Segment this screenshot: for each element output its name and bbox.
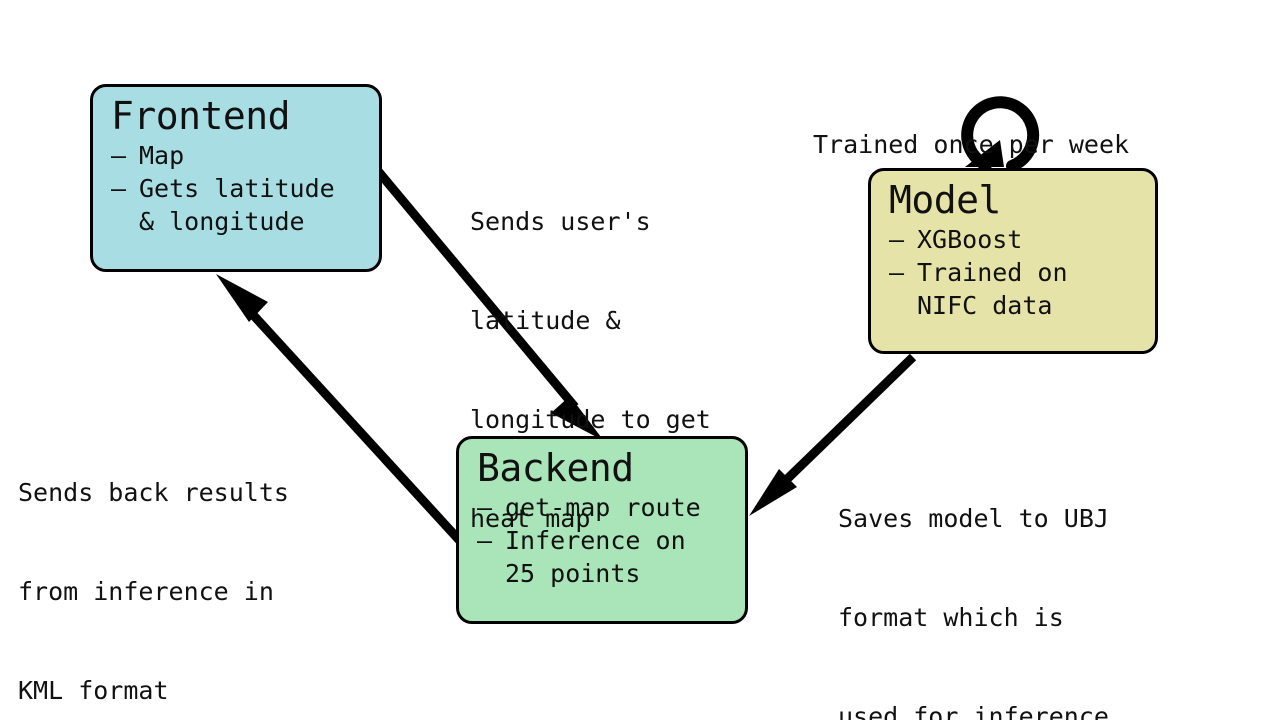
edge-label-frontend-to-backend: Sends user's latitude & longitude to get… [470, 139, 711, 601]
edge-label-line: heat map [470, 504, 591, 533]
edge-label-line: longitude to get [470, 405, 711, 434]
bullet-dash: – [477, 526, 493, 555]
edge-label-model-to-backend: Saves model to UBJ format which is used … [838, 436, 1109, 720]
bullet-item: – XGBoost [889, 223, 1137, 256]
edge-label-model-self-loop: Trained once per week [813, 62, 1129, 227]
bullet-dash: – [889, 258, 905, 287]
edge-label-line: latitude & [470, 306, 621, 335]
bullet-text: get-map route [505, 493, 701, 522]
bullet-item: – Map [111, 139, 361, 172]
edge-label-line: Saves model to UBJ [838, 504, 1109, 533]
node-frontend-title: Frontend [111, 94, 291, 138]
bullet-item: – Gets latitude [111, 172, 361, 205]
edge-label-line: from inference in [18, 577, 274, 606]
bullet-text: Inference on [505, 526, 686, 555]
node-frontend-bullets: – Map – Gets latitude & longitude [111, 139, 361, 238]
bullet-text: Map [139, 141, 185, 170]
bullet-dash: – [111, 174, 127, 203]
bullet-dash: – [111, 141, 127, 170]
bullet-text: XGBoost [917, 225, 1023, 254]
node-backend-title: Backend [477, 446, 634, 490]
node-model-bullets: – XGBoost – Trained on NIFC data [889, 223, 1137, 322]
bullet-item: – Inference on [477, 524, 727, 557]
bullet-text: Gets latitude [139, 174, 335, 203]
edge-label-backend-to-frontend: Sends back results from inference in KML… [18, 410, 289, 720]
edge-label-line: Trained once per week [813, 130, 1130, 159]
bullet-text-continuation: 25 points [505, 559, 641, 588]
edge-label-line: used for inference [838, 702, 1109, 720]
edge-label-line: format which is [838, 603, 1064, 632]
bullet-text-continuation: & longitude [139, 207, 305, 236]
bullet-dash: – [477, 493, 493, 522]
node-backend-bullets: – get-map route – Inference on 25 points [477, 491, 727, 590]
edge-label-line: Sends back results [18, 478, 289, 507]
bullet-text: Trained on [917, 258, 1068, 287]
bullet-item: – get-map route [477, 491, 727, 524]
bullet-dash: – [889, 225, 905, 254]
bullet-text-continuation: NIFC data [917, 291, 1053, 320]
node-model-title: Model [889, 178, 1001, 222]
node-backend[interactable]: Backend – get-map route – Inference on 2… [456, 436, 748, 624]
bullet-item: – Trained on [889, 256, 1137, 289]
node-frontend[interactable]: Frontend – Map – Gets latitude & longitu… [90, 84, 382, 272]
node-model[interactable]: Model – XGBoost – Trained on NIFC data [868, 168, 1158, 354]
edge-label-line: Sends user's [470, 207, 651, 236]
edge-label-line: KML format [18, 676, 169, 705]
